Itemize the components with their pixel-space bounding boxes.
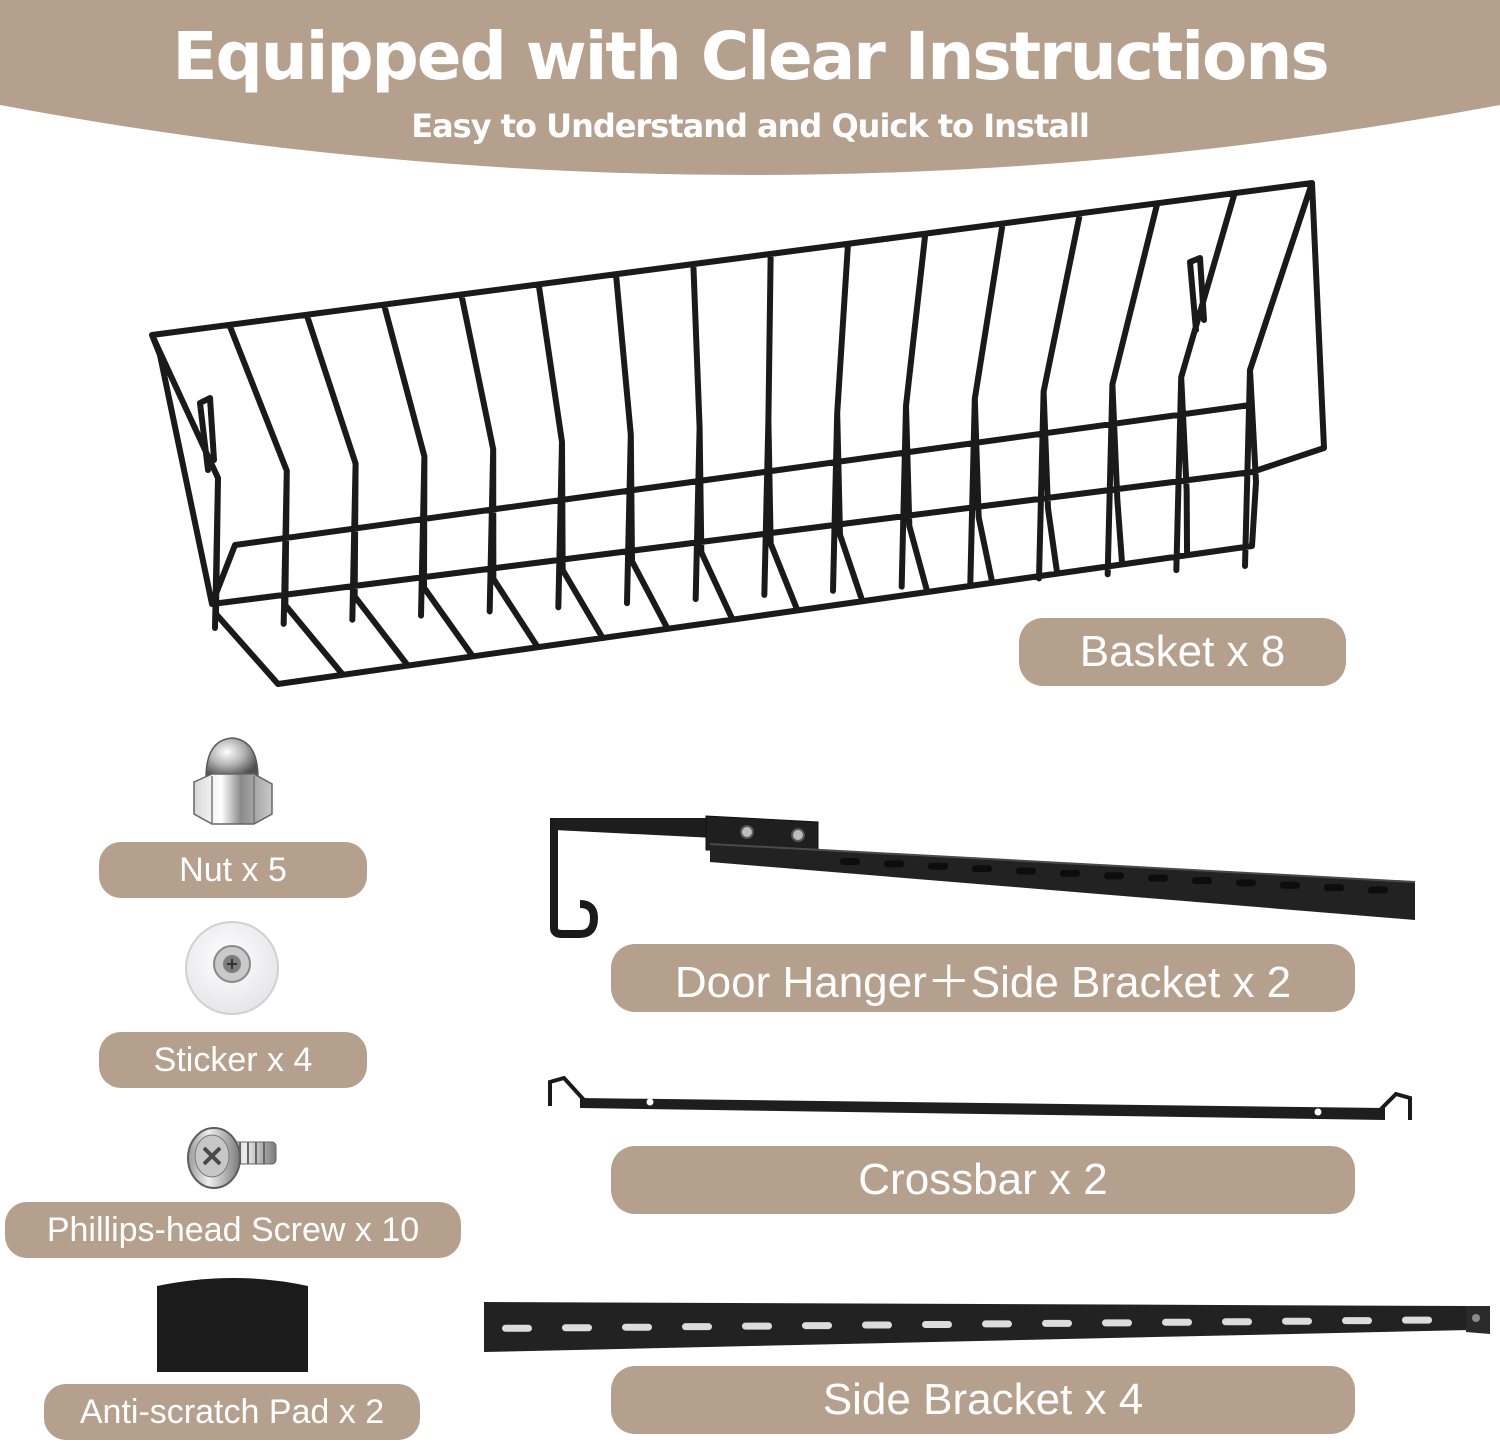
basket-label: Basket x 8 — [1019, 618, 1346, 686]
crossbar-image — [548, 1075, 1412, 1120]
page-title: Equipped with Clear Instructions — [172, 18, 1329, 95]
wire-basket-image — [149, 180, 1327, 687]
adhesive-sticker-image — [185, 921, 279, 1015]
cap-nut-image — [193, 737, 273, 825]
banner-background — [0, 0, 1500, 175]
side-bracket-image — [484, 1302, 1490, 1352]
door-hanger-label: Door Hanger＋Side Bracket x 2 — [611, 944, 1355, 1012]
foam-pad-image — [157, 1278, 308, 1372]
side-bracket-label: Side Bracket x 4 — [611, 1366, 1355, 1434]
screw-label: Phillips-head Screw x 10 — [5, 1202, 461, 1258]
pad-label: Anti-scratch Pad x 2 — [44, 1384, 420, 1440]
nut-label: Nut x 5 — [99, 842, 367, 898]
page-subtitle: Easy to Understand and Quick to Install — [411, 107, 1090, 145]
phillips-screw-image — [187, 1127, 277, 1189]
sticker-label: Sticker x 4 — [99, 1032, 367, 1088]
door-hanger-bracket-image — [550, 815, 1416, 938]
crossbar-label: Crossbar x 2 — [611, 1146, 1355, 1214]
